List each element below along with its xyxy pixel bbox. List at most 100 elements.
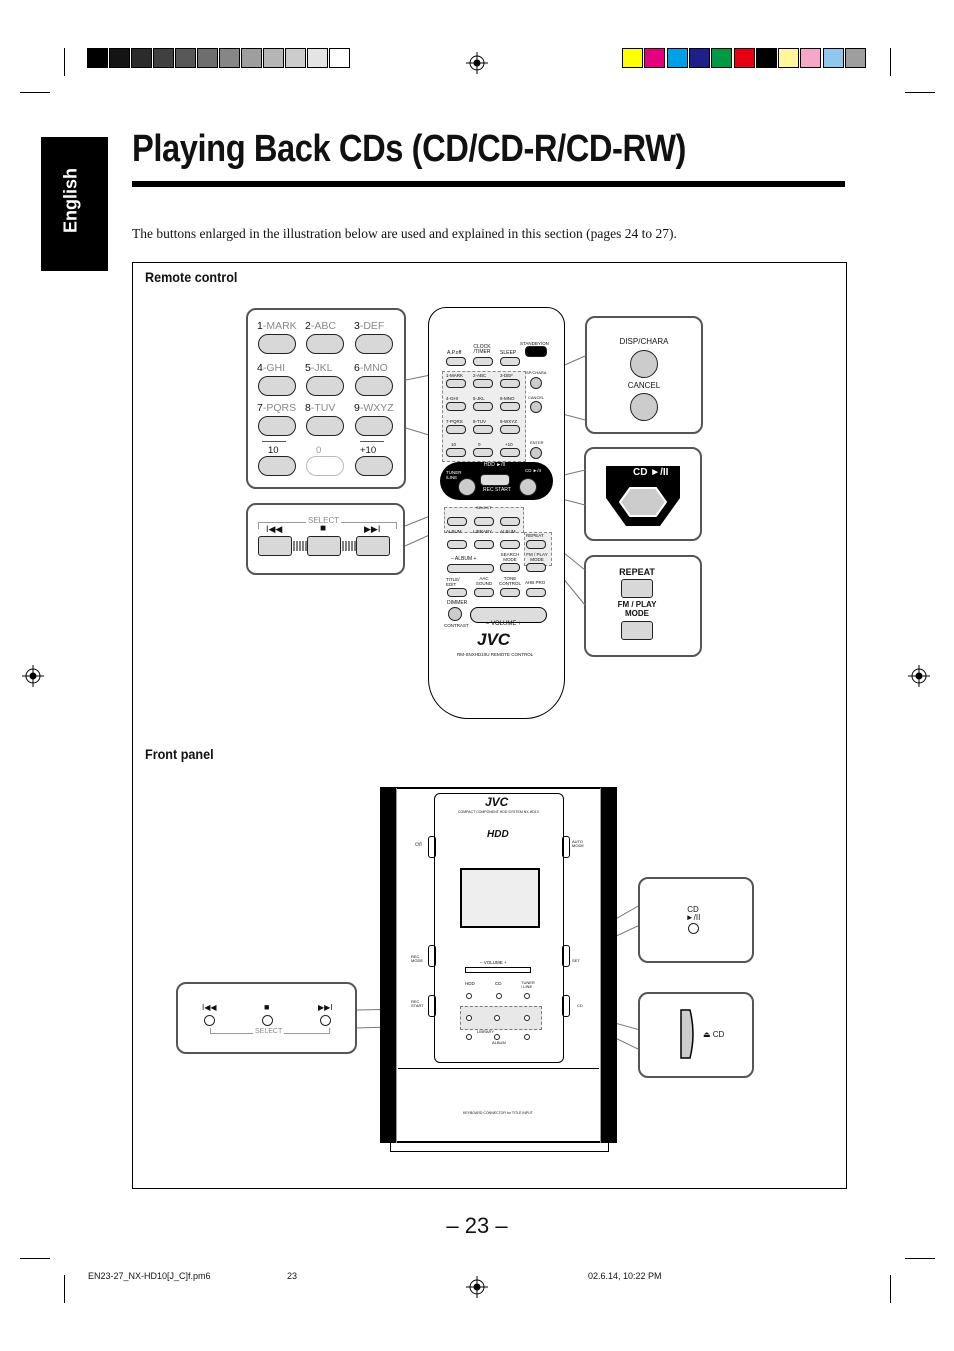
remote-label: REPEAT xyxy=(526,533,544,538)
keypad-key-number: 5 xyxy=(305,362,311,374)
front-select-small-button[interactable] xyxy=(494,1015,500,1021)
arrow-right-icon xyxy=(360,441,384,442)
album-pm-button[interactable] xyxy=(447,564,494,573)
side-button[interactable] xyxy=(562,836,570,858)
fm-play-mode-button[interactable] xyxy=(621,621,653,640)
repeat-small-button[interactable] xyxy=(526,540,546,549)
keypad-key-2[interactable] xyxy=(306,334,344,354)
cd-play-button-icon[interactable] xyxy=(600,460,686,532)
sleep-button[interactable] xyxy=(500,357,520,366)
aac-sound-button[interactable] xyxy=(474,588,494,597)
keypad-key-9[interactable] xyxy=(355,416,393,436)
front-select-small-button[interactable] xyxy=(466,1015,472,1021)
front-select-small-button[interactable] xyxy=(524,1015,530,1021)
remote-key-6-MNO[interactable] xyxy=(500,402,520,411)
prev-button[interactable] xyxy=(258,536,292,556)
enter-button[interactable] xyxy=(530,447,542,459)
select-stop-small[interactable] xyxy=(474,517,494,526)
side-button[interactable] xyxy=(562,945,570,967)
keypad-key-10[interactable] xyxy=(258,456,296,476)
keypad-key-6[interactable] xyxy=(355,376,393,396)
side-button[interactable] xyxy=(428,945,436,967)
album-next-button[interactable] xyxy=(500,540,520,549)
keypad-key-8[interactable] xyxy=(306,416,344,436)
remote-key-7-PQRS[interactable] xyxy=(446,425,466,434)
color-swatch xyxy=(822,48,844,68)
remote-key-9-WXYZ[interactable] xyxy=(500,425,520,434)
remote-label: 0 xyxy=(478,442,481,447)
keypad-key-letters: -ABC xyxy=(310,320,336,332)
keypad-key-label: 7-PQRS xyxy=(257,402,296,414)
remote-key-2-ABC[interactable] xyxy=(473,379,493,388)
cd-play-front-callout xyxy=(638,877,754,963)
gray-swatch xyxy=(175,48,196,68)
tone-control-button[interactable] xyxy=(500,588,520,597)
cancel-button[interactable] xyxy=(630,393,658,421)
front-label: HDD xyxy=(465,981,475,986)
keypad-key-letters: -GHI xyxy=(262,362,286,374)
fm-play-mode-small-button[interactable] xyxy=(526,563,546,572)
repeat-button[interactable] xyxy=(621,579,653,598)
remote-control-heading: Remote control xyxy=(145,269,238,285)
eject-side-button[interactable] xyxy=(562,995,570,1017)
side-button[interactable] xyxy=(428,995,436,1017)
clock-button[interactable] xyxy=(473,357,493,366)
ahb-pro-button[interactable] xyxy=(526,588,546,597)
keypad-key-5[interactable] xyxy=(306,376,344,396)
next-button[interactable] xyxy=(356,536,390,556)
front-album-button[interactable] xyxy=(466,1034,472,1040)
keypad-key-1[interactable] xyxy=(258,334,296,354)
keypad-key-3[interactable] xyxy=(355,334,393,354)
cd-play-front-button[interactable] xyxy=(688,923,699,934)
keypad-key-+10[interactable] xyxy=(355,456,393,476)
remote-label: – ALBUM + xyxy=(451,556,477,562)
hdd-small-button[interactable] xyxy=(480,474,510,486)
remote-key-0[interactable] xyxy=(473,448,493,457)
front-mode-button[interactable] xyxy=(466,993,472,999)
apoff-button[interactable] xyxy=(446,357,466,366)
front-mode-button[interactable] xyxy=(496,993,502,999)
eject-slot-icon[interactable] xyxy=(678,1008,698,1060)
remote-key-3-DEF[interactable] xyxy=(500,379,520,388)
center-panel xyxy=(434,793,564,1063)
front-mode-button[interactable] xyxy=(524,993,530,999)
front-album-button[interactable] xyxy=(494,1034,500,1040)
select-prev-small[interactable] xyxy=(447,517,467,526)
disp-chara-button[interactable] xyxy=(630,350,658,378)
registration-mark-icon xyxy=(908,665,930,687)
cd-play-label: CD ►/II xyxy=(633,467,669,478)
remote-key-8-TUV[interactable] xyxy=(473,425,493,434)
next-icon: ▶▶I xyxy=(364,524,381,534)
front-album-button[interactable] xyxy=(524,1034,530,1040)
disp-chara-small-button[interactable] xyxy=(530,377,542,389)
select-next-small[interactable] xyxy=(500,517,520,526)
front-next-button[interactable] xyxy=(320,1015,331,1026)
remote-key-5-JKL[interactable] xyxy=(473,402,493,411)
color-swatch xyxy=(711,48,733,68)
dimmer-button[interactable] xyxy=(448,607,462,621)
standby-button[interactable] xyxy=(525,346,547,357)
cd-play-small-button[interactable] xyxy=(519,478,537,496)
color-swatch xyxy=(755,48,777,68)
callout-cd-play-label: ►/II xyxy=(685,913,701,922)
remote-key-+10[interactable] xyxy=(500,448,520,457)
title-edit-button[interactable] xyxy=(447,588,467,597)
front-label: COMPACT COMPONENT HDD SYSTEM NX-HD10 xyxy=(458,810,539,814)
tuner-small-button[interactable] xyxy=(458,478,476,496)
front-prev-button[interactable] xyxy=(204,1015,215,1026)
side-button[interactable] xyxy=(428,836,436,858)
search-mode-button[interactable] xyxy=(500,563,520,572)
keypad-key-label: 4-GHI xyxy=(257,362,285,374)
keypad-key-0[interactable] xyxy=(306,456,344,476)
cancel-small-button[interactable] xyxy=(530,401,542,413)
remote-key-1-MARK[interactable] xyxy=(446,379,466,388)
volume-rocker[interactable] xyxy=(470,607,547,623)
keypad-key-4[interactable] xyxy=(258,376,296,396)
remote-key-4-GHI[interactable] xyxy=(446,402,466,411)
remote-key-10[interactable] xyxy=(446,448,466,457)
keypad-key-7[interactable] xyxy=(258,416,296,436)
stop-button[interactable] xyxy=(307,536,341,556)
library-button[interactable] xyxy=(474,540,494,549)
front-stop-button[interactable] xyxy=(262,1015,273,1026)
album-prev-button[interactable] xyxy=(447,540,467,549)
